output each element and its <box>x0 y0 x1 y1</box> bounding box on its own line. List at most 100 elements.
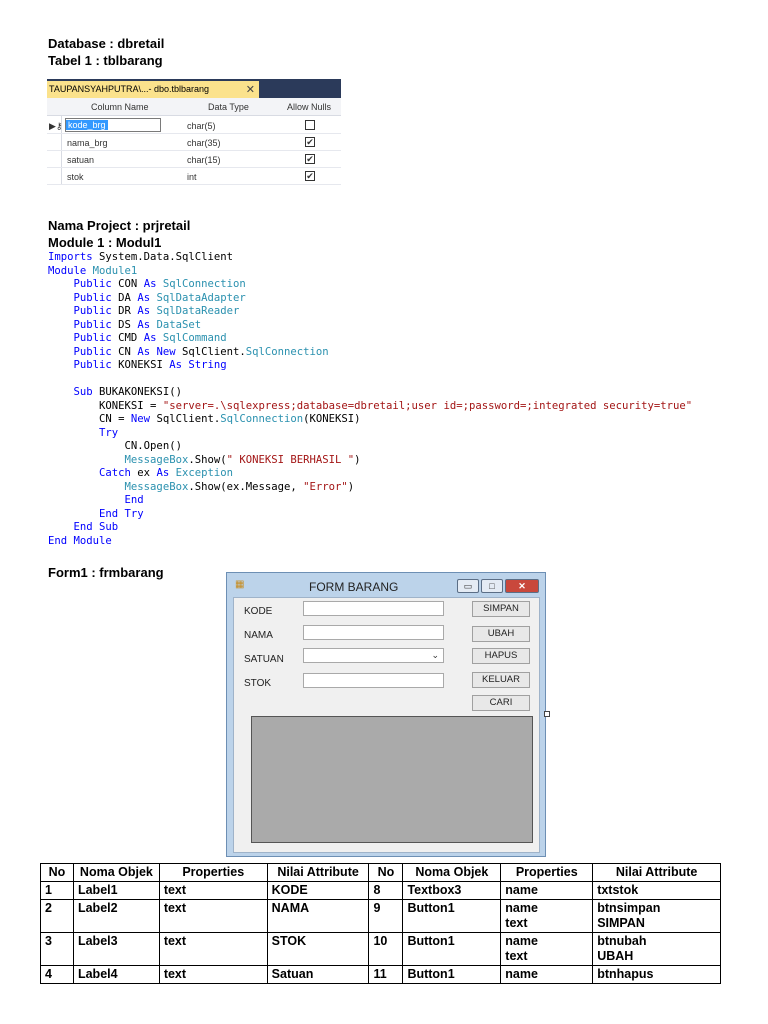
code-keyword: As <box>137 305 151 317</box>
cari-button[interactable]: CARI <box>472 695 530 711</box>
data-grid[interactable] <box>251 716 533 843</box>
code-text: .Show(ex.Message, <box>188 480 304 493</box>
code-type: DataSet <box>150 318 202 331</box>
simpan-button[interactable]: SIMPAN <box>472 601 530 617</box>
cell-no: 9 <box>368 899 404 933</box>
column-name: nama_brg <box>67 138 108 148</box>
table-row[interactable]: stok int ✔ <box>47 168 341 185</box>
designer-tabbar: TAUPANSYAHPUTRA\...- dbo.tblbarang ✕ <box>47 79 341 98</box>
heading-module: Module 1 : Modul1 <box>48 235 162 250</box>
form-icon: ▦ <box>235 579 245 590</box>
heading-form: Form1 : frmbarang <box>48 565 164 580</box>
designer-tab[interactable]: TAUPANSYAHPUTRA\...- dbo.tblbarang ✕ <box>47 81 259 98</box>
allow-nulls-checkbox[interactable]: ✔ <box>305 154 315 164</box>
header-cell: Noma Objek <box>72 863 160 882</box>
code-text: .Show( <box>188 453 227 466</box>
maximize-icon[interactable]: □ <box>481 579 503 593</box>
code-type: Exception <box>169 467 233 479</box>
keluar-button[interactable]: KELUAR <box>472 672 530 688</box>
code-type: SqlConnection <box>156 278 246 290</box>
close-icon[interactable]: ✕ <box>245 84 255 96</box>
cell-value: KODE <box>266 881 370 900</box>
code-text: CON <box>111 278 144 290</box>
code-type: Module1 <box>86 264 138 277</box>
allow-nulls-checkbox[interactable] <box>305 120 315 130</box>
code-string: "Error" <box>303 480 348 493</box>
header-cell: Nilai Attribute <box>592 863 721 882</box>
cell-value: STOK <box>266 932 370 966</box>
cell-no: 4 <box>40 965 74 984</box>
nama-input[interactable] <box>303 625 444 640</box>
primary-key-icon: ▶⚷ <box>49 121 63 131</box>
code-keyword: End Try <box>99 507 144 520</box>
cell-object: Textbox3 <box>402 881 502 900</box>
stok-input[interactable] <box>303 673 444 688</box>
minimize-icon[interactable]: ▭ <box>457 579 479 593</box>
ubah-button[interactable]: UBAH <box>472 626 530 642</box>
code-text: CN <box>111 345 138 358</box>
code-keyword: As <box>156 467 170 479</box>
code-keyword: Public <box>73 345 112 358</box>
code-type: SqlDataAdapter <box>150 291 246 304</box>
allow-nulls-checkbox[interactable]: ✔ <box>305 171 315 181</box>
code-text: ) <box>347 480 355 493</box>
code-keyword: New <box>130 413 151 425</box>
code-type: MessageBox <box>124 480 189 493</box>
table-row[interactable]: satuan char(15) ✔ <box>47 151 341 168</box>
heading-table: Tabel 1 : tblbarang <box>48 53 163 68</box>
header-cell: Noma Objek <box>402 863 502 882</box>
label-kode: KODE <box>244 606 273 617</box>
code-keyword: As <box>143 332 157 344</box>
table-row[interactable]: nama_brg char(35) ✔ <box>47 134 341 151</box>
cell-no: 3 <box>40 932 74 966</box>
column-type: int <box>187 172 197 182</box>
table-header-row: No Noma Objek Properties Nilai Attribute… <box>40 863 721 882</box>
designer-header: Column Name Data Type Allow Nulls <box>47 98 341 116</box>
resize-handle[interactable] <box>544 711 550 717</box>
column-name-cell-selected[interactable]: kode_brg <box>65 118 161 132</box>
cell-object: Button1 <box>402 899 502 933</box>
window-titlebar[interactable]: ▦ FORM BARANG ▭ □ ✕ <box>227 573 545 597</box>
cell-property: name text <box>500 899 594 933</box>
code-keyword: Public <box>73 291 112 304</box>
code-text: CN = <box>99 413 131 425</box>
kode-input[interactable] <box>303 601 444 616</box>
table-row[interactable]: ▶⚷ kode_brg char(5) <box>47 117 341 134</box>
hapus-button[interactable]: HAPUS <box>472 648 530 664</box>
code-keyword: As <box>137 291 151 304</box>
cell-object: Button1 <box>402 932 502 966</box>
satuan-combobox[interactable]: ⌄ <box>303 648 444 663</box>
code-text: DA <box>111 291 138 304</box>
code-text: SqlClient. <box>175 345 246 358</box>
code-keyword: Try <box>99 426 119 439</box>
header-cell: Properties <box>500 863 594 882</box>
designer-tab-label: TAUPANSYAHPUTRA\...- dbo.tblbarang <box>49 84 210 94</box>
cell-object: Label3 <box>72 932 160 966</box>
cell-no: 1 <box>40 881 74 900</box>
cell-value: NAMA <box>266 899 370 933</box>
code-string: " KONEKSI BERHASIL " <box>226 453 355 466</box>
code-keyword: Public <box>73 278 112 290</box>
column-name: kode_brg <box>66 120 108 130</box>
code-text: ex <box>130 467 157 479</box>
code-keyword: Module <box>48 264 87 277</box>
header-cell: No <box>40 863 74 882</box>
code-text: DR <box>111 305 138 317</box>
code-keyword: As <box>143 278 157 290</box>
cell-property: name <box>500 965 594 984</box>
table-row: 2 Label2 text NAMA 9 Button1 name text b… <box>40 899 721 933</box>
code-text: CN.Open() <box>124 440 182 452</box>
code-block: Imports System.Data.SqlClient Module Mod… <box>48 251 692 548</box>
code-text: (KONEKSI) <box>303 413 361 425</box>
code-text: SqlClient. <box>150 413 221 425</box>
heading-database: Database : dbretail <box>48 36 165 51</box>
table-row: 3 Label3 text STOK 10 Button1 name text … <box>40 932 721 966</box>
heading-project: Nama Project : prjretail <box>48 218 191 233</box>
allow-nulls-checkbox[interactable]: ✔ <box>305 137 315 147</box>
window-title: FORM BARANG <box>309 580 399 594</box>
cell-object: Button1 <box>402 965 502 984</box>
close-icon[interactable]: ✕ <box>505 579 539 593</box>
table-designer: TAUPANSYAHPUTRA\...- dbo.tblbarang ✕ Col… <box>47 79 341 185</box>
code-keyword: Imports <box>48 251 93 263</box>
label-satuan: SATUAN <box>244 654 284 665</box>
